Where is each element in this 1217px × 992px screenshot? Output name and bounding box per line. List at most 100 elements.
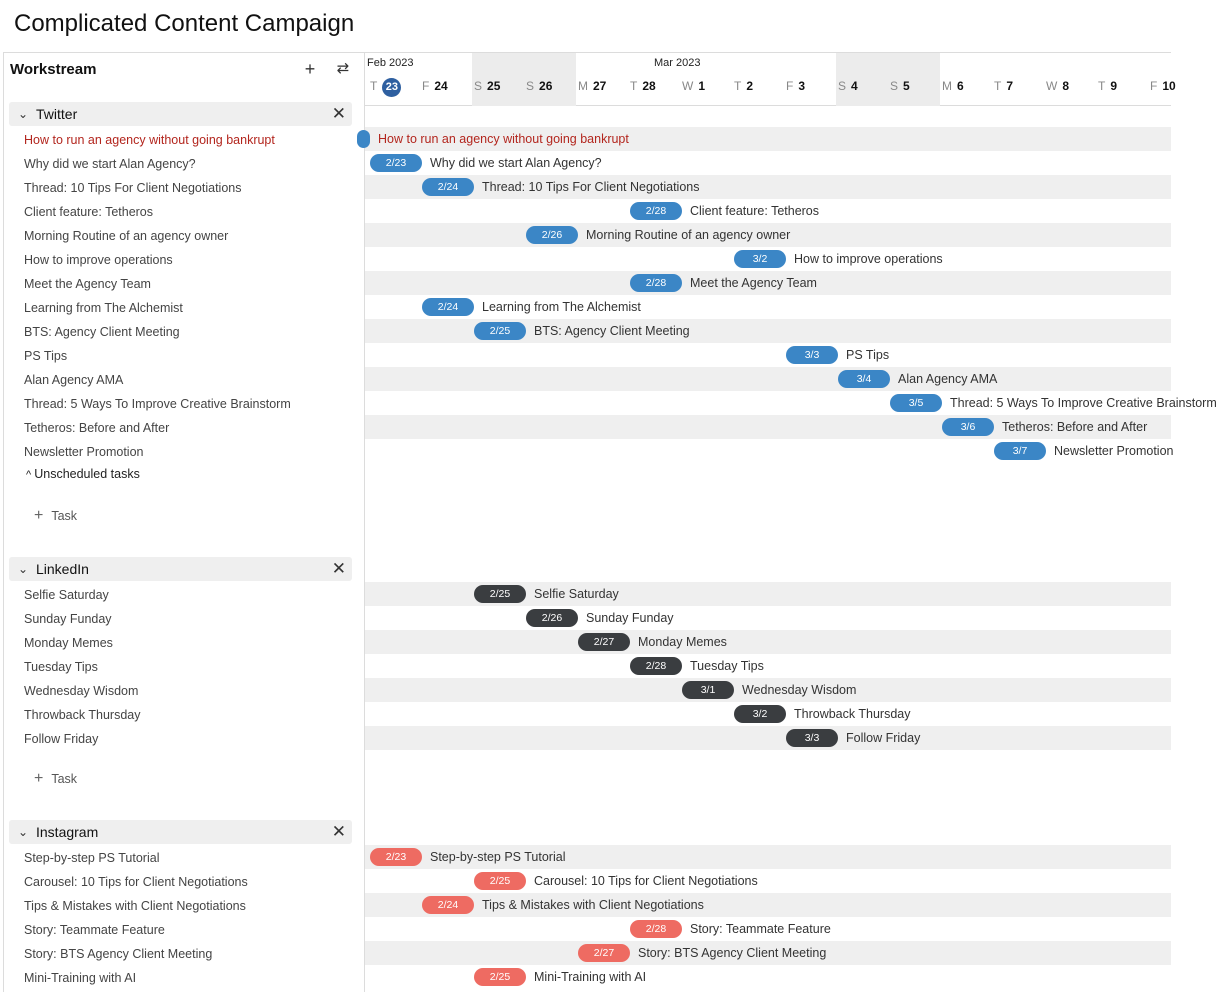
task-bar-label[interactable]: Wednesday Wisdom	[742, 683, 857, 697]
add-task-button[interactable]: +Task	[34, 507, 77, 525]
task-bar[interactable]	[357, 130, 370, 148]
task-item[interactable]: Story: Teammate Feature	[24, 923, 165, 937]
task-item[interactable]: Mini-Training with AI	[24, 971, 137, 985]
task-bar[interactable]: 2/28	[630, 920, 682, 938]
task-bar-label[interactable]: Selfie Saturday	[534, 587, 619, 601]
task-bar-label[interactable]: Sunday Funday	[586, 611, 674, 625]
task-bar[interactable]: 2/24	[422, 896, 474, 914]
task-bar-label[interactable]: Why did we start Alan Agency?	[430, 156, 602, 170]
task-bar[interactable]: 3/3	[786, 729, 838, 747]
group-header-instagram[interactable]: ⌄Instagram✕	[9, 820, 352, 844]
task-item[interactable]: How to improve operations	[24, 253, 173, 267]
task-item[interactable]: BTS: Agency Client Meeting	[24, 325, 180, 339]
task-bar-label[interactable]: BTS: Agency Client Meeting	[534, 324, 690, 338]
task-bar[interactable]: 2/27	[578, 944, 630, 962]
task-bar[interactable]: 2/25	[474, 322, 526, 340]
task-bar[interactable]: 2/25	[474, 872, 526, 890]
task-item[interactable]: Wednesday Wisdom	[24, 684, 139, 698]
task-bar-label[interactable]: How to improve operations	[794, 252, 943, 266]
task-item[interactable]: Newsletter Promotion	[24, 445, 144, 459]
task-item[interactable]: Tuesday Tips	[24, 660, 98, 674]
task-bar[interactable]: 2/28	[630, 274, 682, 292]
task-bar-label[interactable]: Tetheros: Before and After	[1002, 420, 1148, 434]
task-bar-label[interactable]: How to run an agency without going bankr…	[378, 132, 629, 146]
task-bar[interactable]: 2/24	[422, 298, 474, 316]
task-item[interactable]: Follow Friday	[24, 732, 99, 746]
task-bar-label[interactable]: Thread: 10 Tips For Client Negotiations	[482, 180, 700, 194]
task-bar-label[interactable]: Throwback Thursday	[794, 707, 911, 721]
task-bar-label[interactable]: Monday Memes	[638, 635, 727, 649]
task-bar-label[interactable]: Thread: 5 Ways To Improve Creative Brain…	[950, 396, 1217, 410]
day-number: 5	[903, 79, 910, 93]
task-bar-label[interactable]: Follow Friday	[846, 731, 921, 745]
task-bar[interactable]: 3/1	[682, 681, 734, 699]
unscheduled-tasks-toggle[interactable]: ^ Unscheduled tasks	[26, 465, 140, 484]
task-item[interactable]: Thread: 5 Ways To Improve Creative Brain…	[24, 397, 291, 411]
add-task-label: Task	[51, 509, 78, 523]
task-bar-label[interactable]: Alan Agency AMA	[898, 372, 998, 386]
task-item[interactable]: Morning Routine of an agency owner	[24, 229, 229, 243]
task-item[interactable]: Selfie Saturday	[24, 588, 109, 602]
task-item[interactable]: Alan Agency AMA	[24, 373, 124, 387]
task-bar[interactable]: 3/6	[942, 418, 994, 436]
task-bar[interactable]: 3/4	[838, 370, 890, 388]
task-item[interactable]: Learning from The Alchemist	[24, 301, 183, 315]
task-item[interactable]: Carousel: 10 Tips for Client Negotiation…	[24, 875, 248, 889]
add-task-button[interactable]: +Task	[34, 770, 77, 788]
task-bar-label[interactable]: Newsletter Promotion	[1054, 444, 1174, 458]
task-bar[interactable]: 2/25	[474, 585, 526, 603]
chevron-down-icon[interactable]: ⌄	[18, 562, 29, 576]
task-bar-label[interactable]: Carousel: 10 Tips for Client Negotiation…	[534, 874, 758, 888]
close-icon[interactable]: ✕	[331, 822, 346, 841]
group-header-twitter[interactable]: ⌄Twitter✕	[9, 102, 352, 126]
task-bar[interactable]: 3/2	[734, 250, 786, 268]
swap-arrows-icon[interactable]: ⇄	[336, 60, 350, 77]
chevron-down-icon[interactable]: ⌄	[18, 107, 29, 121]
task-item[interactable]: Client feature: Tetheros	[24, 205, 154, 219]
task-bar-label[interactable]: Client feature: Tetheros	[690, 204, 820, 218]
task-bar-label[interactable]: Tips & Mistakes with Client Negotiations	[482, 898, 704, 912]
task-item[interactable]: Tips & Mistakes with Client Negotiations	[24, 899, 246, 913]
task-item[interactable]: Sunday Funday	[24, 612, 112, 626]
task-item[interactable]: Monday Memes	[24, 636, 113, 650]
task-bar[interactable]: 3/3	[786, 346, 838, 364]
task-bar[interactable]: 2/28	[630, 657, 682, 675]
day-letter: T	[1098, 79, 1106, 93]
task-item[interactable]: How to run an agency without going bankr…	[24, 133, 275, 147]
task-bar-label[interactable]: Story: Teammate Feature	[690, 922, 831, 936]
task-bar-label[interactable]: Step-by-step PS Tutorial	[430, 850, 566, 864]
task-bar[interactable]: 2/28	[630, 202, 682, 220]
task-item[interactable]: Step-by-step PS Tutorial	[24, 851, 160, 865]
day-letter: S	[890, 79, 899, 93]
task-bar[interactable]: 3/7	[994, 442, 1046, 460]
task-bar[interactable]: 2/26	[526, 226, 578, 244]
group-header-linkedin[interactable]: ⌄LinkedIn✕	[9, 557, 352, 581]
task-bar-label[interactable]: Meet the Agency Team	[690, 276, 817, 290]
task-bar[interactable]: 3/2	[734, 705, 786, 723]
task-item[interactable]: Why did we start Alan Agency?	[24, 157, 196, 171]
task-bar-label[interactable]: Tuesday Tips	[690, 659, 764, 673]
task-bar[interactable]: 3/5	[890, 394, 942, 412]
close-icon[interactable]: ✕	[331, 559, 346, 578]
task-bar[interactable]: 2/24	[422, 178, 474, 196]
task-bar-label[interactable]: Mini-Training with AI	[534, 970, 647, 984]
chevron-down-icon[interactable]: ⌄	[18, 825, 29, 839]
task-bar-label[interactable]: Learning from The Alchemist	[482, 300, 641, 314]
task-bar-label[interactable]: Morning Routine of an agency owner	[586, 228, 791, 242]
task-bar[interactable]: 2/23	[370, 154, 422, 172]
task-bar-label[interactable]: PS Tips	[846, 348, 890, 362]
task-bar[interactable]: 2/23	[370, 848, 422, 866]
task-item[interactable]: Tetheros: Before and After	[24, 421, 170, 435]
task-bar-label[interactable]: Story: BTS Agency Client Meeting	[638, 946, 827, 960]
task-item[interactable]: Throwback Thursday	[24, 708, 141, 722]
task-item[interactable]: Story: BTS Agency Client Meeting	[24, 947, 213, 961]
task-item[interactable]: Thread: 10 Tips For Client Negotiations	[24, 181, 242, 195]
close-icon[interactable]: ✕	[331, 104, 346, 123]
task-bar[interactable]: 2/27	[578, 633, 630, 651]
plus-icon[interactable]: +	[304, 59, 316, 79]
task-bar[interactable]: 2/25	[474, 968, 526, 986]
task-item[interactable]: Meet the Agency Team	[24, 277, 151, 291]
task-bar[interactable]: 2/26	[526, 609, 578, 627]
task-item[interactable]: PS Tips	[24, 349, 68, 363]
